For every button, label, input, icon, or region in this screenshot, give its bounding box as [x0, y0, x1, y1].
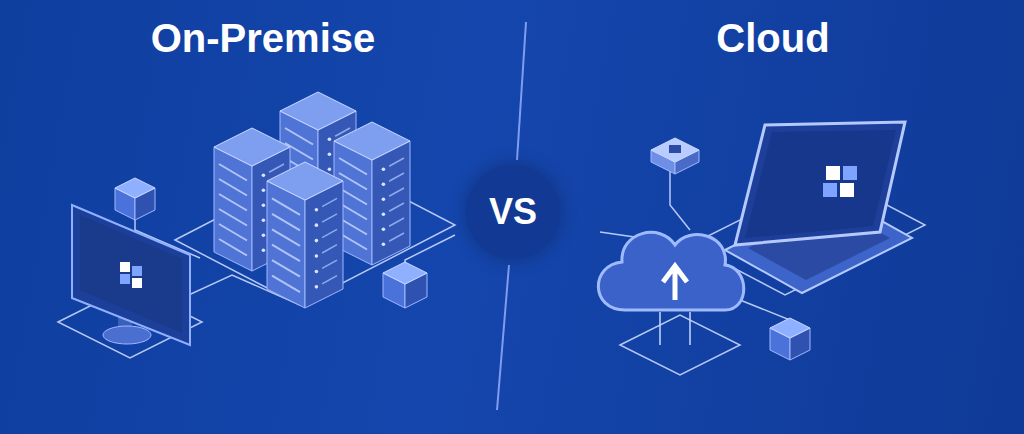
cube-icon	[115, 178, 155, 220]
laptop-icon	[725, 122, 912, 293]
server-rack	[334, 122, 410, 265]
vs-circle: VS	[466, 165, 560, 259]
section-heading: Cloud	[716, 16, 829, 60]
cube-icon	[383, 262, 427, 308]
divider-line	[497, 265, 509, 410]
cube-icon	[770, 318, 810, 360]
section-heading: On-Premise	[151, 16, 376, 60]
divider-line	[517, 22, 526, 160]
vs-text: VS	[489, 191, 537, 233]
cloud-icon	[598, 232, 743, 345]
device-screen	[669, 145, 681, 153]
server-rack	[267, 162, 343, 308]
monitor-icon	[72, 205, 190, 345]
device-icon	[651, 138, 699, 174]
